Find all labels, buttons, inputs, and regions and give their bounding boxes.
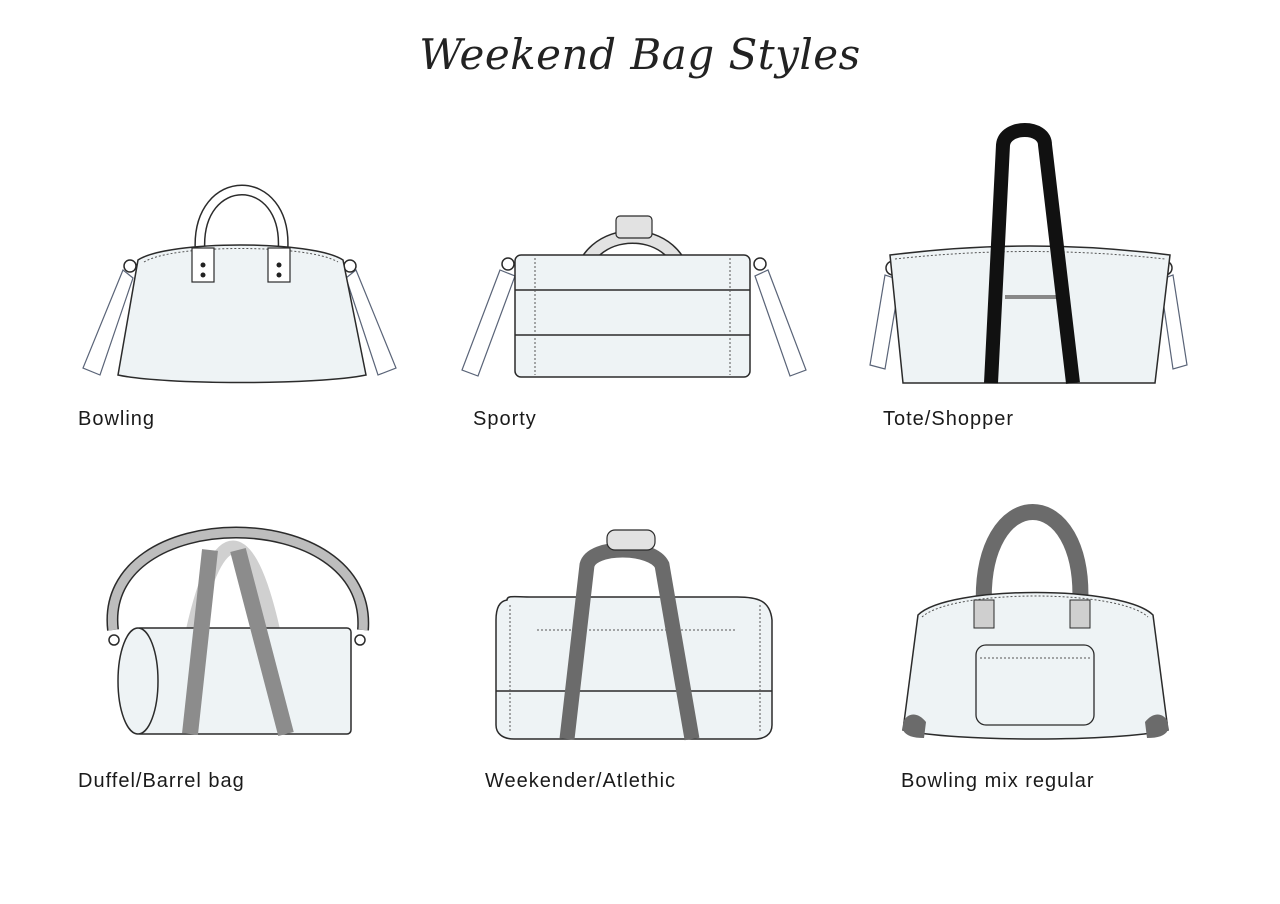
weekender-athletic-bag-illustration xyxy=(495,529,773,741)
bag-label-duffel-barrel: Duffel/Barrel bag xyxy=(78,770,245,792)
sporty-bag-illustration xyxy=(461,215,807,378)
duffel-barrel-bag-illustration xyxy=(106,526,370,737)
bag-label-weekender-athletic: Weekender/Atlethic xyxy=(485,770,677,792)
bowling-mix-regular-bag-illustration xyxy=(902,504,1169,740)
bowling-bag-illustration xyxy=(82,184,397,384)
tote-shopper-bag-illustration xyxy=(869,123,1188,384)
bag-label-bowling: Bowling xyxy=(78,408,156,430)
bag-label-sporty: Sporty xyxy=(473,408,537,430)
page-title: Weekend Bag Styles xyxy=(419,30,861,79)
bag-label-tote-shopper: Tote/Shopper xyxy=(883,408,1014,430)
bag-label-bowling-mix-regular: Bowling mix regular xyxy=(901,770,1095,792)
